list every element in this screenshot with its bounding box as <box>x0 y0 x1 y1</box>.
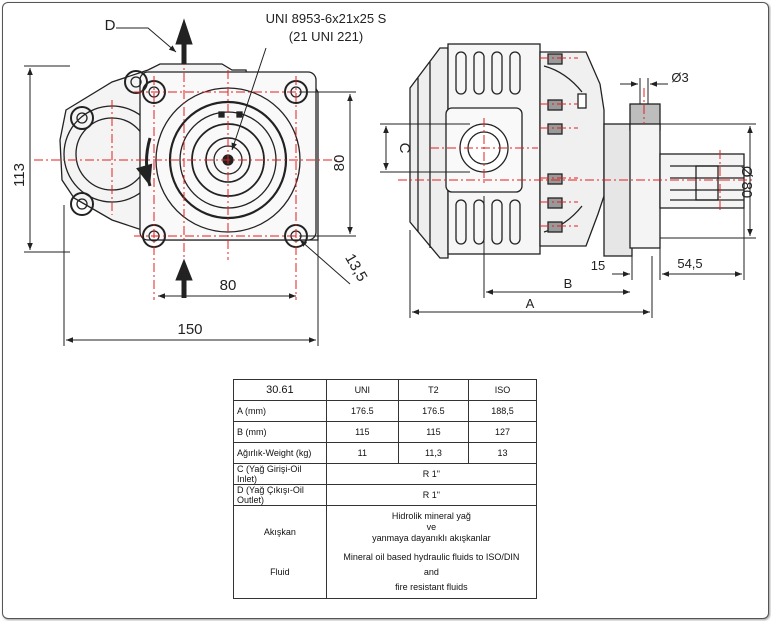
cell-a-t2: 176.5 <box>397 400 469 422</box>
fluid-en-line3: fire resistant fluids <box>395 582 468 592</box>
side-centerlines <box>398 57 752 227</box>
cell-b-uni: 115 <box>325 421 399 443</box>
front-view <box>59 63 319 248</box>
row-label-weight: Ağırlık-Weight (kg) <box>233 442 327 464</box>
dim-113: 113 <box>11 163 28 187</box>
spec-table: 30.61 UNI T2 ISO A (mm) 176.5 176.5 188,… <box>233 379 538 599</box>
fluid-tr-line1: Hidrolik mineral yağ <box>391 511 471 521</box>
cell-b-iso: 127 <box>467 421 538 443</box>
table-header-model: 30.61 <box>233 379 327 401</box>
cell-a-iso: 188,5 <box>467 400 538 422</box>
cell-weight-t2: 11,3 <box>397 442 469 464</box>
fluid-tr-line2: ve <box>426 522 437 532</box>
cell-weight-iso: 13 <box>467 442 538 464</box>
fluid-label-cell: Akışkan Fluid <box>233 505 327 599</box>
fluid-desc-cell: Hidrolik mineral yağ ve yanmaya dayanıkl… <box>325 505 538 599</box>
label-d: D <box>105 17 116 34</box>
front-centerlines <box>34 56 340 300</box>
label-a: A <box>526 296 535 311</box>
row-label-a: A (mm) <box>233 400 327 422</box>
side-dimension-texts: Ø3 C Ø 80 15 54,5 B A <box>396 70 755 311</box>
mounting-flange <box>603 123 633 257</box>
dim-54-5: 54,5 <box>677 256 702 271</box>
fluid-en-line2: and <box>423 567 439 577</box>
rotation-arrow <box>136 137 153 187</box>
table-row: D (Yağ Çıkışı-Oil Outlet) R 1" <box>233 484 538 506</box>
cell-a-uni: 176.5 <box>325 400 399 422</box>
side-dimensions <box>380 78 756 318</box>
cell-d-value: R 1" <box>325 484 538 506</box>
table-header-uni: UNI <box>325 379 399 401</box>
cell-weight-uni: 11 <box>325 442 399 464</box>
table-row: B (mm) 115 115 127 <box>233 421 538 443</box>
label-c: C <box>396 143 413 154</box>
dim-150: 150 <box>177 321 202 338</box>
cell-b-t2: 115 <box>397 421 469 443</box>
fluid-en-label: Fluid <box>270 567 290 577</box>
table-row: Ağırlık-Weight (kg) 11 11,3 13 <box>233 442 538 464</box>
dim-80-diameter: Ø 80 <box>738 166 755 199</box>
cell-c-value: R 1" <box>325 463 538 485</box>
cooling-fins-bottom <box>455 199 521 245</box>
front-dimension-texts: D UNI 8953-6x21x25 S (21 UNI 221) 113 80… <box>11 11 387 338</box>
table-header-iso: ISO <box>467 379 538 401</box>
fluid-tr-label: Akışkan <box>263 527 296 537</box>
spline-shaft-side <box>659 153 745 209</box>
row-label-c: C (Yağ Girişi-Oil Inlet) <box>233 463 327 485</box>
dim-3: Ø3 <box>671 70 688 85</box>
dim-15: 15 <box>591 258 605 273</box>
cooling-fins-top <box>455 51 521 95</box>
fluid-tr-line3: yanmaya dayanıklı akışkanlar <box>372 533 491 543</box>
table-header-t2: T2 <box>397 379 469 401</box>
dim-80-horizontal: 80 <box>220 277 237 294</box>
dim-80-vertical: 80 <box>331 155 348 172</box>
rear-cap <box>409 47 449 259</box>
row-label-b: B (mm) <box>233 421 327 443</box>
front-dimensions <box>24 27 356 346</box>
port-spec-line2: (21 UNI 221) <box>289 29 363 44</box>
table-row: C (Yağ Girişi-Oil Inlet) R 1" <box>233 463 538 485</box>
port-spec-line1: UNI 8953-6x21x25 S <box>266 11 387 26</box>
side-view <box>409 43 745 259</box>
table-row-fluid: Akışkan Fluid Hidrolik mineral yağ ve ya… <box>233 505 538 599</box>
fluid-en-line1: Mineral oil based hydraulic fluids to IS… <box>343 552 520 562</box>
table-row: A (mm) 176.5 176.5 188,5 <box>233 400 538 422</box>
row-label-d: D (Yağ Çıkışı-Oil Outlet) <box>233 484 327 506</box>
table-header-row: 30.61 UNI T2 ISO <box>233 379 538 401</box>
label-b: B <box>564 276 573 291</box>
